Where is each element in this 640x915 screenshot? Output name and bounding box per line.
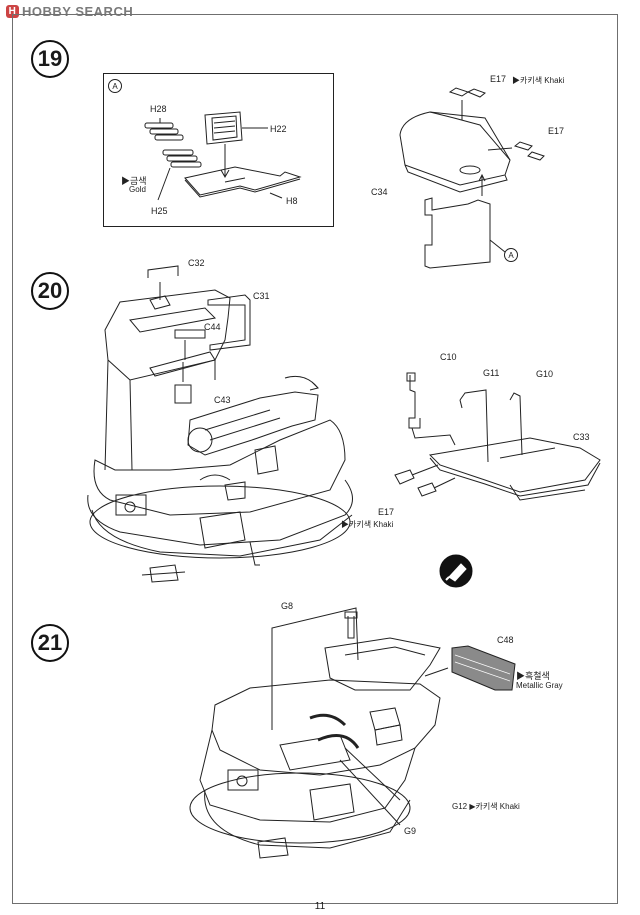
page-border: [12, 14, 618, 904]
inset-a-mark: A: [108, 79, 122, 93]
step-19-badge: 19: [31, 40, 69, 78]
turret-step21-drawing: [189, 607, 516, 859]
label-gold-ko: ▶금색: [121, 176, 147, 186]
cement-icon-drawing: [439, 554, 473, 588]
label-e17-right: E17: [548, 126, 565, 136]
label-g8: G8: [281, 601, 294, 611]
label-c34: C34: [371, 187, 388, 197]
label-g11: G11: [483, 368, 500, 378]
page-number: 11: [314, 901, 326, 912]
h8-plate-drawing: [184, 166, 302, 199]
label-h22: H22: [270, 124, 287, 134]
h28-rods-drawing: [144, 118, 184, 141]
label-h8: H8: [286, 196, 298, 206]
label-khaki-top: ▶카키색 Khaki: [512, 76, 565, 85]
label-c43: C43: [214, 395, 231, 405]
label-c32: C32: [188, 258, 205, 268]
turret-step20-drawing: [87, 265, 353, 583]
label-e17-top: E17: [490, 74, 507, 84]
c34-part-drawing: [399, 87, 545, 193]
label-c10: C10: [440, 352, 457, 362]
label-g10: G10: [536, 369, 554, 379]
label-h28: H28: [150, 104, 167, 114]
label-c44: C44: [204, 322, 221, 332]
step19-frame-drawing: [424, 173, 506, 269]
label-khaki: ▶카키색 Khaki: [341, 520, 394, 529]
label-g9: G9: [404, 826, 417, 836]
step-21-badge: 21: [31, 624, 69, 662]
step-20-badge: 20: [31, 272, 69, 310]
watermark-text: HOBBY SEARCH: [22, 4, 134, 19]
label-metallic-ko: ▶흑철색: [516, 671, 550, 681]
label-e17: E17: [378, 507, 395, 517]
h22-frame-drawing: [204, 111, 268, 179]
label-g12-khaki: G12 ▶카키색 Khaki: [452, 802, 520, 811]
h25-rods-drawing: [157, 149, 202, 201]
c33-plate-drawing: [394, 372, 601, 501]
label-c48: C48: [497, 635, 514, 645]
hobbysearch-watermark: H HOBBY SEARCH: [6, 4, 133, 19]
step19-subassembly-inset: [103, 73, 334, 227]
label-c31: C31: [253, 291, 270, 301]
label-gold-en: Gold: [129, 185, 146, 194]
label-c33: C33: [573, 432, 590, 442]
label-h25: H25: [151, 206, 168, 216]
attach-a-mark: A: [504, 248, 518, 262]
label-metallic-en: Metallic Gray: [516, 681, 563, 690]
